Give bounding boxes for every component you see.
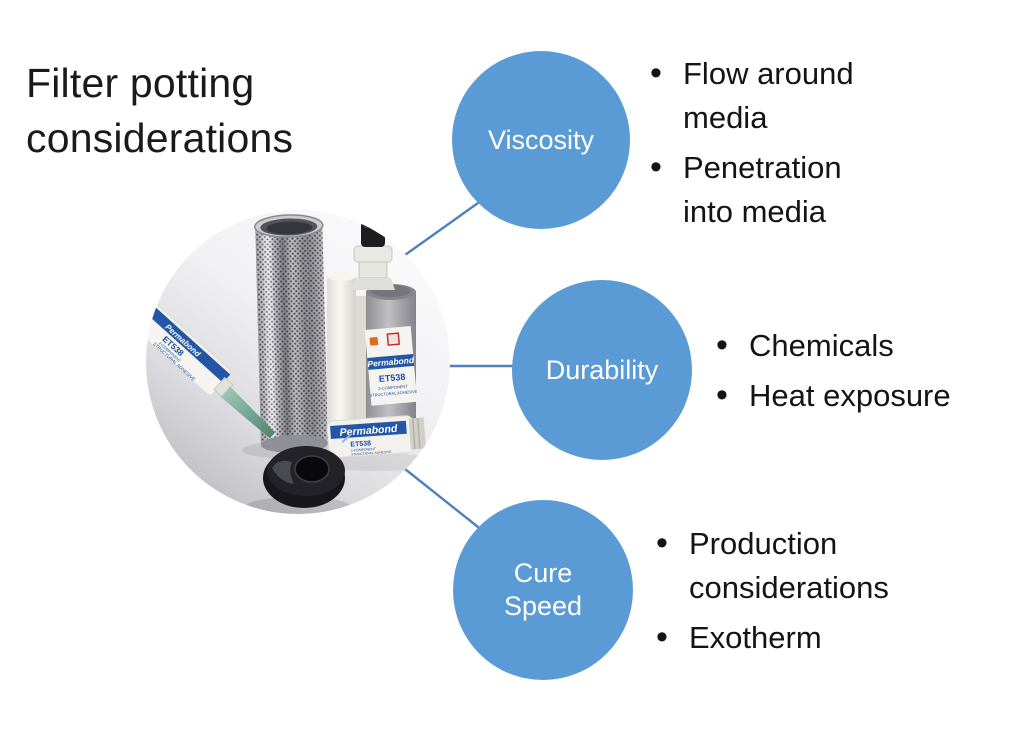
bullet-exotherm: Exotherm (656, 615, 928, 660)
horizontal-adhesive-tube: Permabond ET538 2-COMPONENT STRUCTURAL A… (326, 415, 426, 459)
svg-text:2-COMPONENT: 2-COMPONENT (378, 384, 408, 392)
topic-circle-durability: Durability (512, 280, 692, 460)
svg-text:Permabond: Permabond (367, 355, 415, 369)
perforated-filter-tube (254, 214, 328, 453)
svg-text:STRUCTURAL ADHESIVE: STRUCTURAL ADHESIVE (351, 450, 392, 457)
topic-label-viscosity: Viscosity (487, 124, 595, 155)
slide-title-line2: considerations (26, 115, 294, 161)
svg-text:STRUCTURAL ADHESIVE: STRUCTURAL ADHESIVE (369, 389, 417, 398)
svg-text:ET538: ET538 (378, 372, 405, 384)
cure-speed-bullet-list: Production considerations Exotherm (656, 521, 928, 666)
bullet-heat-exposure: Heat exposure (716, 373, 978, 418)
svg-text:ET538: ET538 (350, 440, 371, 448)
cartridge-label: Permabond ET538 2-COMPONENT STRUCTURAL A… (364, 326, 418, 406)
bullet-chemicals: Chemicals (716, 323, 978, 368)
bullet-production-considerations: Production considerations (656, 521, 928, 610)
topic-label-cure-speed: Cure Speed (503, 558, 583, 621)
durability-bullet-list: Chemicals Heat exposure (716, 323, 978, 424)
bullet-flow-around-media: Flow around media (650, 51, 888, 140)
topic-circle-cure-speed: Cure Speed (453, 500, 633, 680)
dual-cartridge: Permabond ET538 2-COMPONENT STRUCTURAL A… (327, 222, 418, 437)
slide-title-line1: Filter potting (26, 60, 255, 106)
rubber-seal-ring (263, 446, 345, 508)
svg-text:2-COMPONENT: 2-COMPONENT (351, 447, 376, 453)
topic-label-durability: Durability (545, 354, 659, 385)
connector-cure-speed (403, 467, 480, 529)
viscosity-bullet-list: Flow around media Penetration into media (650, 51, 888, 240)
svg-text:Permabond: Permabond (339, 423, 398, 439)
filter-products-photo: Permabond ET538 2-COMPONENT STRUCTURAL A… (146, 210, 450, 514)
connector-viscosity (403, 201, 480, 257)
slide-title: Filter potting considerations (26, 56, 293, 166)
green-mixing-nozzle (220, 386, 276, 439)
topic-circle-viscosity: Viscosity (452, 51, 630, 229)
bullet-penetration-into-media: Penetration into media (650, 145, 888, 234)
